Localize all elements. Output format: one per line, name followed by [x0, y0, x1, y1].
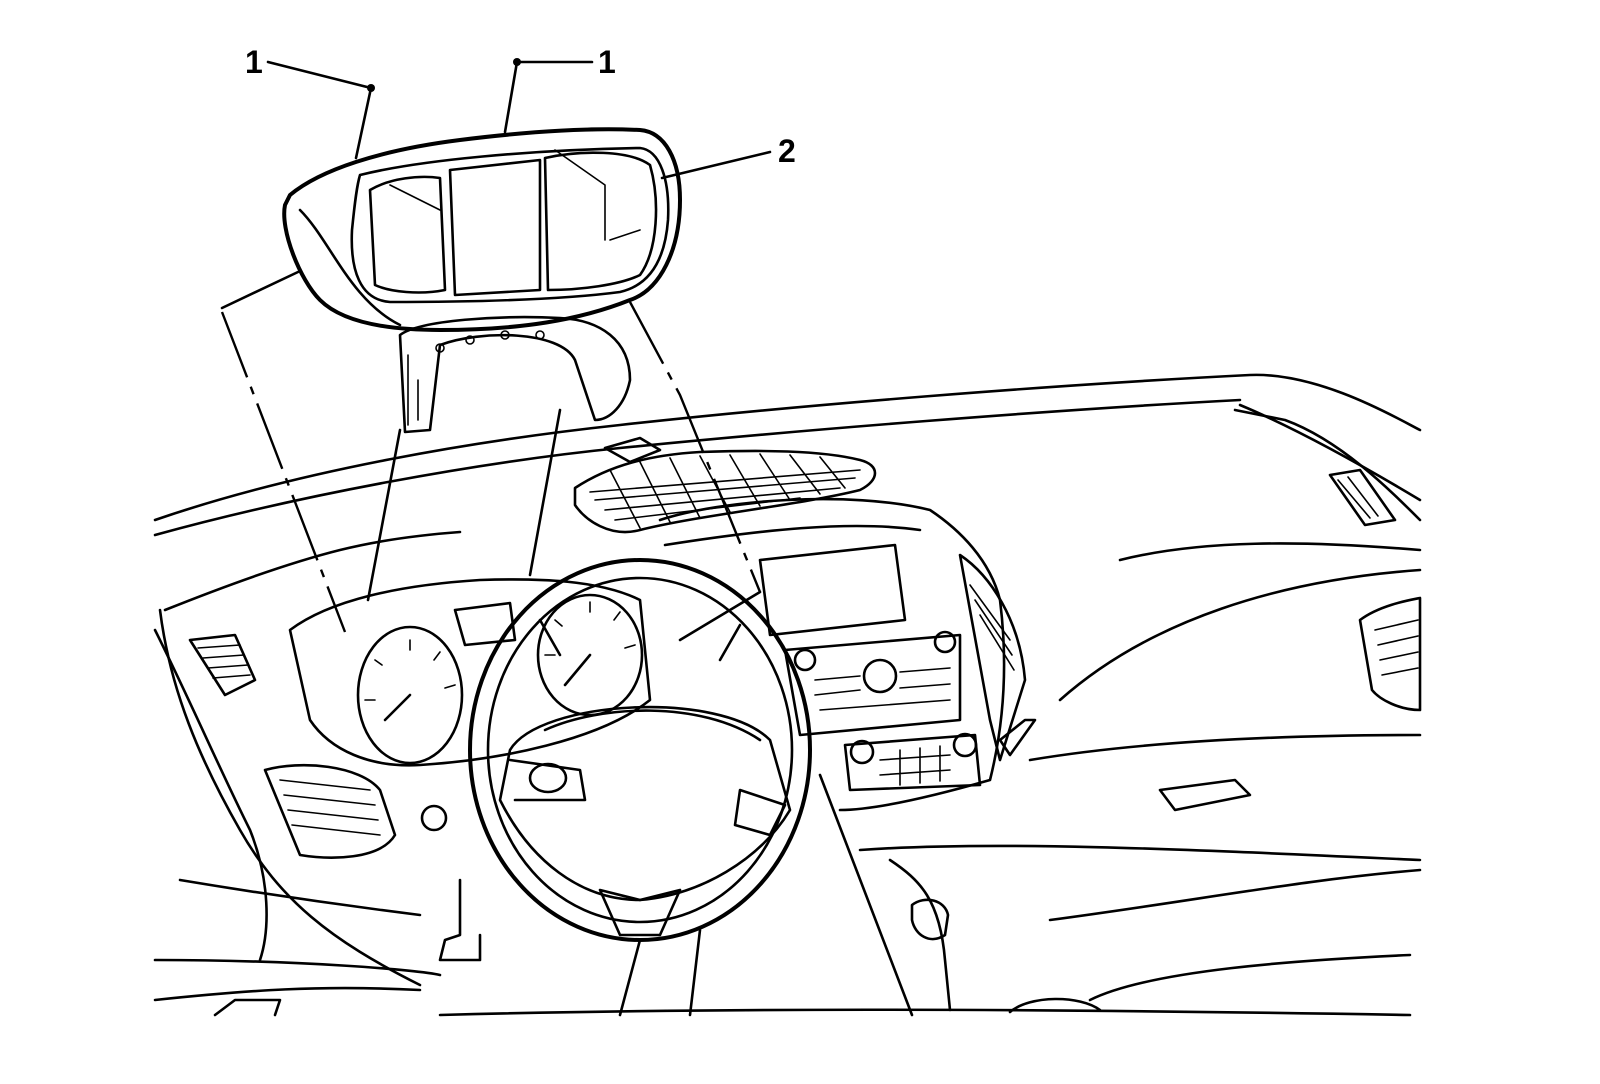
- trim-plate-right-opening: [543, 151, 658, 292]
- center-stack: [658, 497, 1027, 812]
- alignment-lines: [220, 270, 914, 1017]
- navigation-screen: [758, 543, 907, 637]
- trim-plate-left-opening: [368, 175, 447, 294]
- lower-dash: [213, 778, 1252, 1017]
- lower-cluster-bezel: [398, 315, 632, 434]
- left-outboard-vent: [188, 633, 448, 859]
- callout-label-fastener-right: 1: [598, 44, 616, 80]
- dashboard-outline: [153, 373, 1422, 1017]
- callout-leaders: [266, 60, 772, 180]
- cluster-trim-plate: [282, 127, 682, 434]
- gear-shift-knob: [910, 898, 950, 941]
- right-outboard-vent: [998, 596, 1422, 757]
- steering-wheel: [468, 558, 812, 942]
- leader-trim-plate: [660, 150, 772, 180]
- callout-label-trim-plate: 2: [778, 133, 796, 169]
- trim-plate-center-opening: [448, 158, 542, 297]
- callout-label-fastener-left: 1: [245, 44, 263, 80]
- leader-fastener-left: [266, 60, 373, 90]
- airbag-module: [498, 705, 792, 902]
- tachometer-gauge: [356, 625, 464, 765]
- defrost-grille: [573, 436, 1397, 534]
